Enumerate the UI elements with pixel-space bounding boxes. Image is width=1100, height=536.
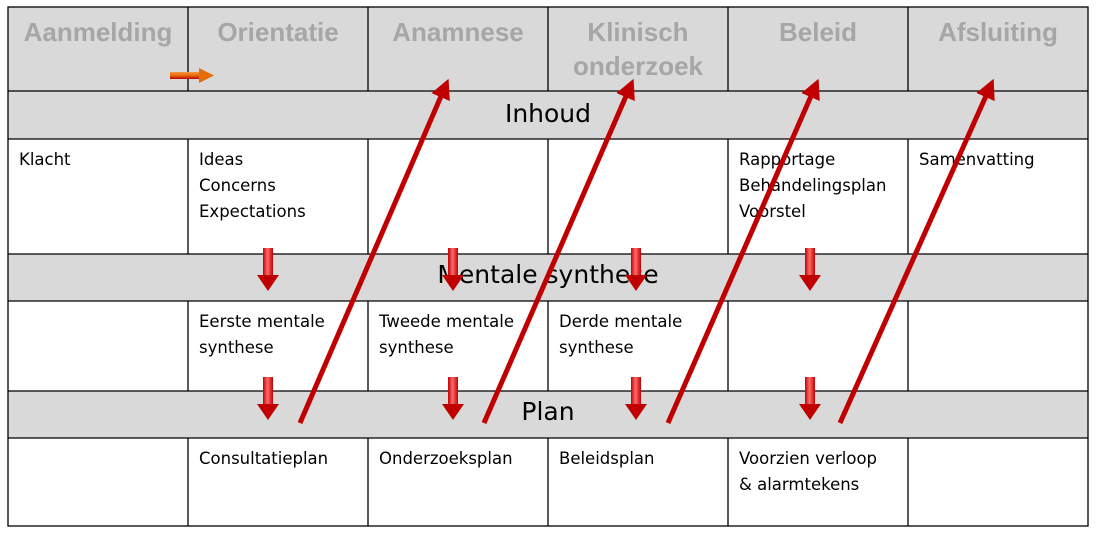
plan-text-beleid: Voorzien verloop & alarmtekens xyxy=(739,449,878,494)
inhoud-cell-orientatie: Ideas Concerns Expectations xyxy=(188,139,368,254)
header-cell-klinisch-onderzoek: Klinisch onderzoek xyxy=(548,7,728,91)
plan-cell-klinisch-onderzoek: Beleidsplan xyxy=(548,438,728,526)
plan-text-anamnese: Onderzoeksplan xyxy=(379,449,513,468)
header-label-orientatie: Orientatie xyxy=(217,17,339,47)
inhoud-text-aanmelding: Klacht xyxy=(19,150,71,169)
header-cell-beleid: Beleid xyxy=(728,7,908,91)
inhoud-text-orientatie: Ideas Concerns Expectations xyxy=(199,150,306,221)
header-label-anamnese: Anamnese xyxy=(392,17,524,47)
plan-text-klinisch-onderzoek: Beleidsplan xyxy=(559,449,655,468)
plan-cell-orientatie: Consultatieplan xyxy=(188,438,368,526)
header-cell-aanmelding: Aanmelding xyxy=(8,7,188,91)
plan-cell-anamnese: Onderzoeksplan xyxy=(368,438,548,526)
header-label-afsluiting: Afsluiting xyxy=(938,17,1058,47)
header-label-beleid: Beleid xyxy=(778,17,858,47)
header-cell-anamnese: Anamnese xyxy=(368,7,548,91)
plan-cell-beleid: Voorzien verloop & alarmtekens xyxy=(728,438,908,526)
header-label-aanmelding: Aanmelding xyxy=(23,17,173,47)
header-label-klinisch-onderzoek: Klinisch onderzoek xyxy=(572,17,704,81)
header-cell-orientatie: Orientatie xyxy=(188,7,368,91)
inhoud-cell-aanmelding: Klacht xyxy=(8,139,188,254)
plan-text-orientatie: Consultatieplan xyxy=(199,449,329,468)
header-cell-afsluiting: Afsluiting xyxy=(908,7,1088,91)
